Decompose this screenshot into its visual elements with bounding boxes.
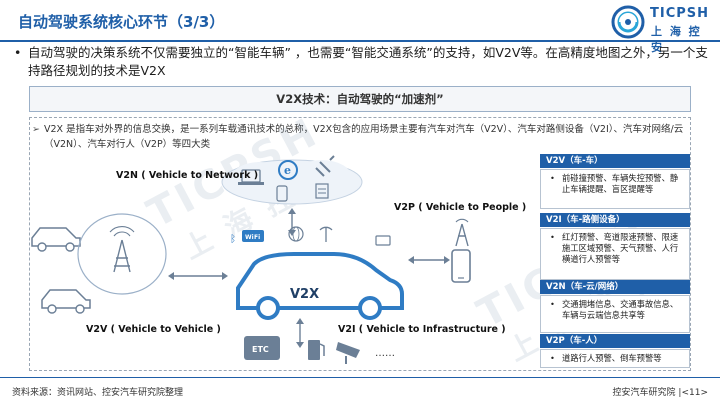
server-icon: [315, 183, 329, 199]
card-v2n-body: • 交通拥堵信息、交通事故信息、车辆与云端信息共享等: [540, 295, 690, 333]
v2n-label: V2N ( Vehicle to Network ): [116, 170, 258, 181]
intro-bullet: • 自动驾驶的决策系统不仅需要独立的“智能车辆” ，也需要“智能交通系统”的支持…: [14, 44, 708, 80]
satellite-icon: [315, 155, 335, 177]
bullet-marker: •: [14, 45, 22, 60]
header-divider: [0, 40, 720, 42]
logo-name: TICPSH: [650, 6, 710, 21]
card-v2v-item: 前碰撞预警、车辆失控预警、静止车辆提醒、盲区提醒等: [562, 173, 679, 194]
svg-text:Fi: Fi: [254, 234, 260, 241]
card-v2p-item: 道路行人预警、倒车预警等: [562, 353, 662, 363]
source-note: 资料来源：资讯网站、控安汽车研究院整理: [12, 388, 184, 398]
infrastructure-icons: ETC ……: [244, 336, 395, 364]
fuel-pump-icon: [308, 340, 320, 360]
v2x-description: ➢ V2X 是指车对外界的信息交换，是一系列车载通讯技术的总称，V2X包含的应用…: [32, 122, 684, 152]
arrow-v2p: [408, 256, 450, 264]
v2v-label: V2V ( Vehicle to Vehicle ): [86, 324, 221, 335]
cell-tower-icon: [455, 223, 469, 247]
arrow-bullet-icon: ➢: [32, 124, 40, 135]
etc-icon: [244, 336, 280, 360]
cell-tower-icon: [113, 239, 131, 273]
card-icon: [375, 235, 391, 246]
camera-icon: [336, 342, 360, 358]
bullet-marker: •: [550, 232, 555, 242]
central-car: V2X: [236, 252, 404, 320]
company-logo: TICPSH 上 海 控 安: [610, 4, 710, 54]
card-v2n-item: 交通拥堵信息、交通事故信息、车辆与云端信息共享等: [562, 299, 679, 320]
network-icons: e: [238, 155, 335, 202]
v2x-center-label: V2X: [290, 287, 319, 302]
bullet-marker: •: [550, 173, 555, 183]
wifi-icon: [242, 230, 264, 242]
card-v2n-title: V2N（车-云/网络）: [540, 280, 690, 294]
card-v2p-title: V2P（车-人）: [540, 334, 690, 348]
v2x-diagram: e V2N ( Vehicle to Network ) ᛒ Wi Fi: [31, 155, 526, 364]
logo-subtitle: 上 海 控 安: [651, 25, 702, 54]
antenna-icon: [319, 226, 333, 242]
page-number: 11: [689, 388, 701, 398]
more-ellipsis: ……: [375, 348, 395, 359]
page-prefix: |<: [678, 388, 689, 398]
arrow-v2i: [296, 318, 304, 348]
card-v2i-body: • 红灯预警、弯道限速预警、限速施工区域预警、天气预警、人行横道行人预警等: [540, 228, 690, 280]
svg-text:ETC: ETC: [252, 345, 269, 354]
car-icon: [236, 252, 404, 310]
page-suffix: >: [700, 388, 708, 398]
v2x-description-text: V2X 是指车对外界的信息交换，是一系列车载通讯技术的总称，V2X包含的应用场景…: [44, 124, 684, 150]
footer-org-page: 控安汽车研究院 |<11>: [613, 385, 708, 398]
card-v2p-body: • 道路行人预警、倒车预警等: [540, 349, 690, 368]
arrow-v2v: [168, 272, 228, 280]
svg-text:Wi: Wi: [245, 234, 254, 241]
pedestrian-devices: [451, 218, 471, 283]
footer-org: 控安汽车研究院: [612, 388, 676, 398]
v2x-section-header: V2X技术：自动驾驶的“加速剂”: [29, 86, 691, 112]
card-v2i-item: 红灯预警、弯道限速预警、限速施工区域预警、天气预警、人行横道行人预警等: [562, 232, 679, 264]
bullet-marker: •: [550, 299, 555, 309]
footer-divider: [0, 377, 720, 378]
device-icons-row: ᛒ Wi Fi: [230, 226, 391, 246]
v2x-panel: ➢ V2X 是指车对外界的信息交换，是一系列车载通讯技术的总称，V2X包含的应用…: [29, 117, 691, 371]
card-v2v-body: • 前碰撞预警、车辆失控预警、静止车辆提醒、盲区提醒等: [540, 169, 690, 209]
page-title: 自动驾驶系统核心环节（3/3）: [18, 13, 225, 31]
smartphone-icon: [276, 185, 288, 202]
left-vehicles: [31, 213, 167, 314]
smartphone-icon: [451, 249, 471, 283]
svg-text:e: e: [284, 164, 291, 177]
card-v2v-title: V2V（车-车）: [540, 154, 690, 168]
logo-mark-icon: [611, 5, 645, 39]
card-v2i-title: V2I（车-路侧设备）: [540, 213, 690, 227]
bluetooth-icon: ᛒ: [230, 234, 236, 245]
v2i-label: V2I ( Vehicle to Infrastructure ): [338, 324, 506, 335]
intro-text: 自动驾驶的决策系统不仅需要独立的“智能车辆” ，也需要“智能交通系统”的支持，如…: [28, 45, 708, 78]
bullet-marker: •: [550, 353, 555, 363]
ie-browser-icon: [278, 160, 298, 180]
v2p-label: V2P ( Vehicle to People ): [394, 202, 526, 213]
